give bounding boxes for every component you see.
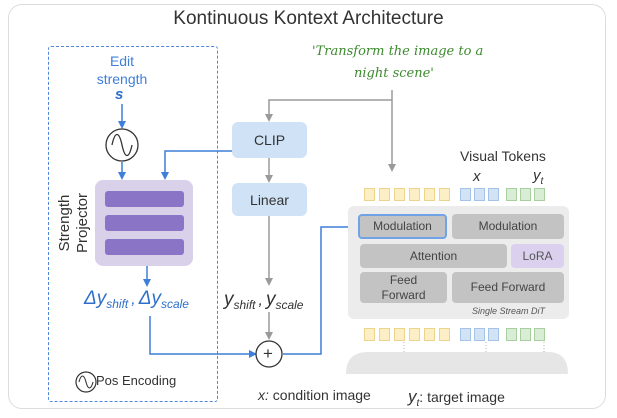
projector-layer-1 [105,191,184,207]
legend-condition: x: condition image [258,387,371,403]
delta-outputs: Δyshift,Δyscale [84,288,189,312]
text-token [409,328,420,341]
prompt-line-1: 'Transform the image to a [312,44,484,59]
pos-encoding-legend: Pos Encoding [96,373,177,388]
clip-to-projector-arrow [161,150,232,180]
feed-forward-right: Feed Forward [452,272,564,303]
condition-token [460,328,471,341]
clip-encoder: CLIP [232,122,307,158]
visual-tokens-title: Visual Tokens [460,148,546,164]
modulation-right: Modulation [452,214,564,239]
token-x-label: x [473,168,481,185]
feed-forward-left: Feed Forward [360,272,447,303]
diagram-title: Kontinuous Kontext Architecture [173,8,444,29]
target-token [534,188,545,201]
dit-caption: Single Stream DiT [472,306,546,316]
target-token [506,328,517,341]
attention-block: Attention [360,244,507,268]
edit-strength-label: Edit strength [96,53,148,87]
figure-frame [8,4,606,409]
sum-symbol: + [263,344,273,363]
text-token [424,328,435,341]
y-outputs: yshift,yscale [224,289,304,313]
projector-layer-3 [105,239,184,255]
target-token [534,328,545,341]
target-token [520,328,531,341]
delta-to-plus-arrow [149,316,257,358]
legend-target: yt: target image [408,387,505,409]
strength-module-boundary [48,46,218,402]
plus-to-modulation-arrow [283,223,358,355]
text-token [394,188,405,201]
text-token [364,188,375,201]
lora-block: LoRA [511,244,564,268]
condition-token [474,328,485,341]
projector-layer-2 [105,215,184,231]
condition-token [460,188,471,201]
text-token [379,328,390,341]
token-y-label: yt [533,167,544,187]
text-token [424,188,435,201]
dit-stack-continuation [346,352,568,374]
text-token [439,328,450,341]
text-token [439,188,450,201]
text-token [379,188,390,201]
strength-symbol: s [115,86,124,103]
text-token [409,188,420,201]
prompt-line-2: night scene' [354,66,434,81]
condition-token [488,188,499,201]
modulation-left: Modulation [358,214,447,239]
prompt-to-clip-arrow [265,99,392,122]
target-token [520,188,531,201]
condition-token [488,328,499,341]
target-token [506,188,517,201]
linear-layer: Linear [232,183,307,216]
sum-node [255,340,283,368]
text-token [364,328,375,341]
condition-token [474,188,485,201]
text-token [394,328,405,341]
